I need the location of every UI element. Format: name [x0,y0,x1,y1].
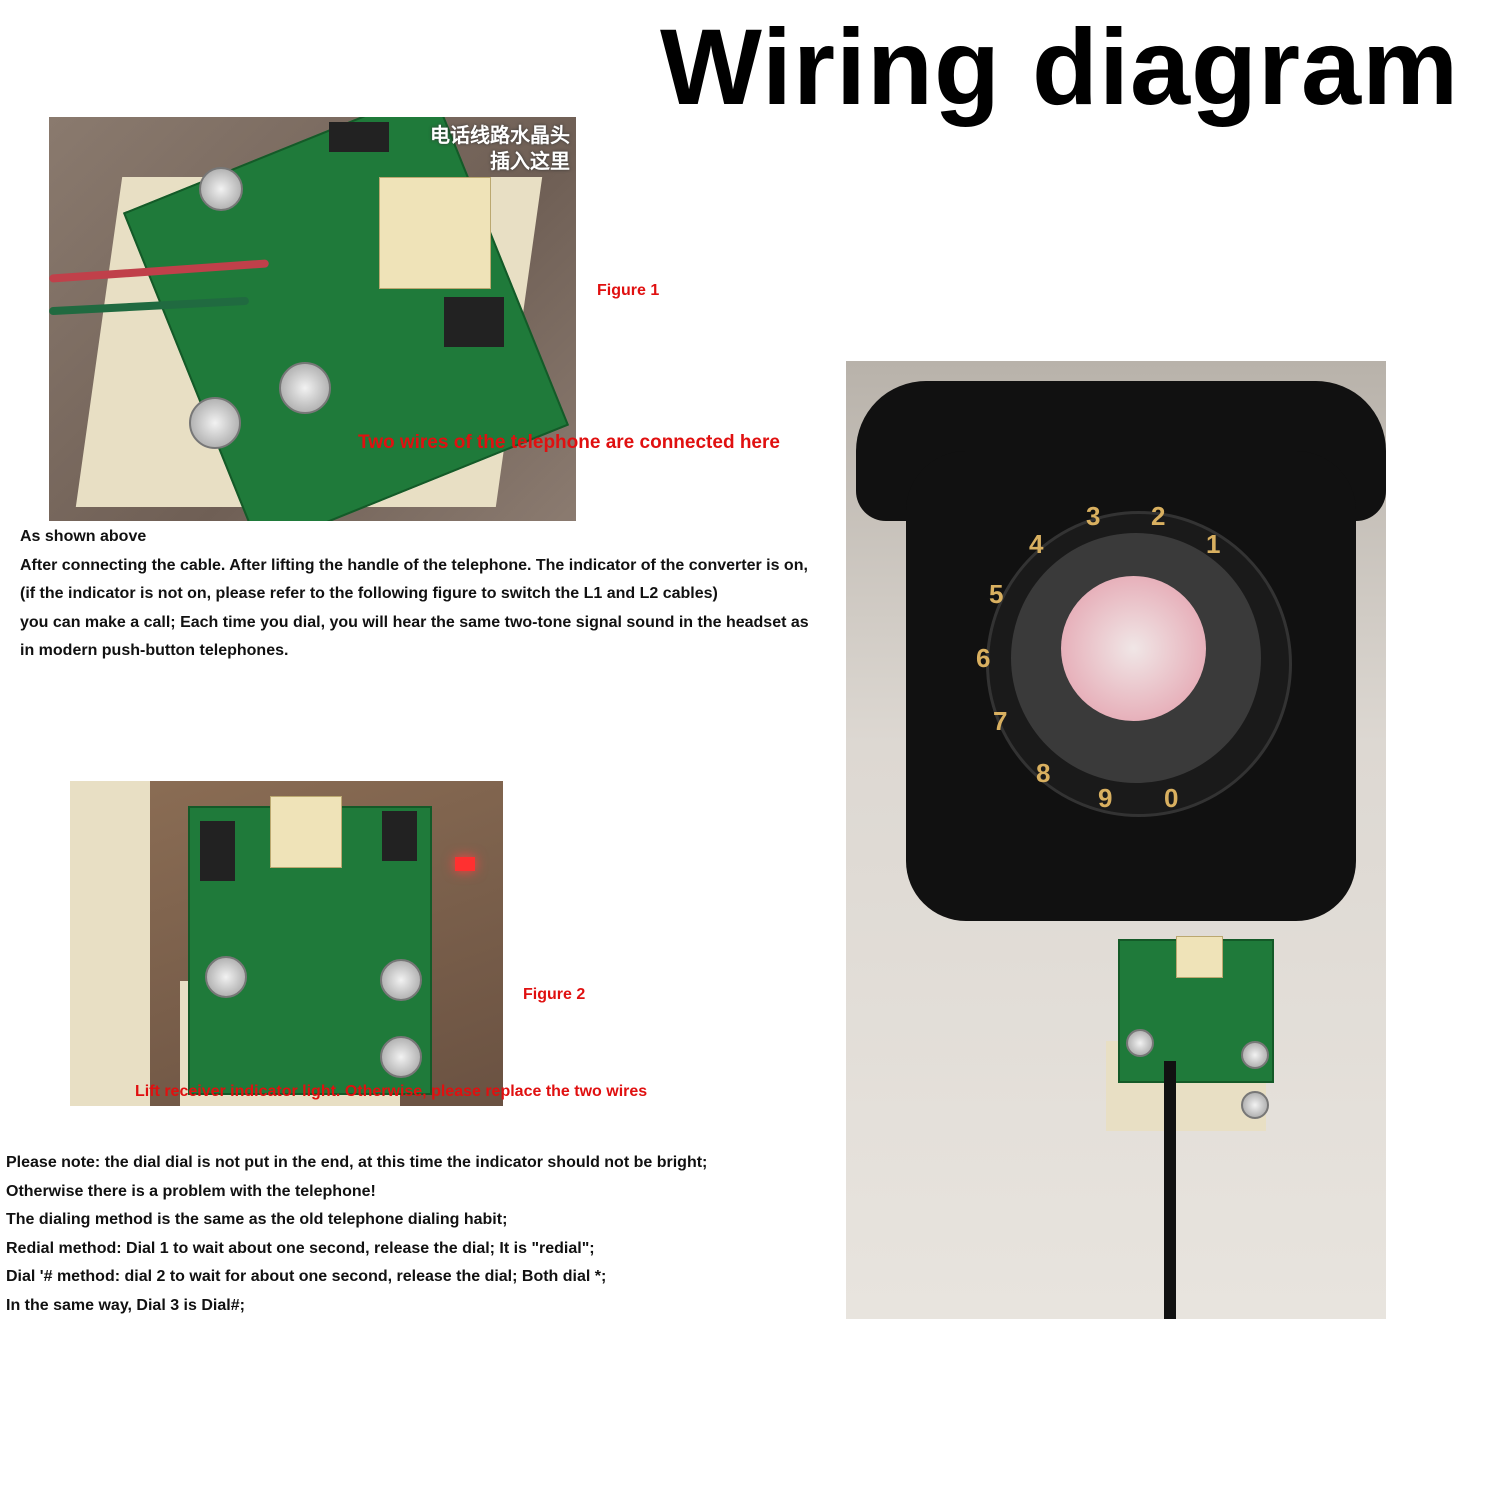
dial-digit: 9 [1098,783,1113,813]
figure-1-photo: 电话线路水晶头 插入这里 [49,117,576,521]
figure-2-annotation: Lift receiver indicator light. Otherwise… [135,1083,648,1100]
paragraph-2: Please note: the dial dial is not put in… [6,1149,707,1320]
text-line: you can make a call; Each time you dial,… [20,613,809,631]
figure-2-label: Figure 2 [523,986,586,1003]
caption-line: 电话线路水晶头 [430,125,570,147]
text-line: in modern push-button telephones. [20,642,289,659]
text-line: As shown above [20,528,147,545]
text-line: Redial method: Dial 1 to wait about one … [6,1239,595,1257]
text-line: Please note: the dial dial is not put in… [6,1154,708,1171]
text-line: The dialing method is the same as the ol… [6,1211,508,1228]
figure-2-photo [70,781,503,1106]
text-line: After connecting the cable. After liftin… [20,556,808,574]
dial-digit: 6 [976,643,991,673]
text-line: (if the indicator is not on, please refe… [20,585,718,602]
dial-digit: 5 [989,579,1004,609]
dial-digit: 7 [993,706,1008,736]
figure-1-label: Figure 1 [597,282,660,299]
page-title: Wiring diagram [660,6,1460,127]
figure-1-annotation: Two wires of the telephone are connected… [358,432,780,453]
dial-digit: 1 [1206,529,1221,559]
text-line: Otherwise there is a problem with the te… [6,1182,376,1200]
photo-caption-cn: 电话线路水晶头 插入这里 [430,123,570,175]
dial-digit: 0 [1164,783,1179,813]
dial-digit: 3 [1086,501,1101,531]
caption-line: 插入这里 [490,151,570,173]
dial-digit: 2 [1151,501,1166,531]
text-line: In the same way, Dial 3 is Dial#; [6,1296,245,1314]
text-line: Dial '# method: dial 2 to wait for about… [6,1268,607,1285]
dial-digit: 4 [1029,529,1044,559]
rotary-phone-photo: 1 2 3 4 5 6 7 8 9 0 [846,361,1386,1319]
paragraph-1: As shown above After connecting the cabl… [20,523,809,666]
dial-digit: 8 [1036,758,1051,788]
